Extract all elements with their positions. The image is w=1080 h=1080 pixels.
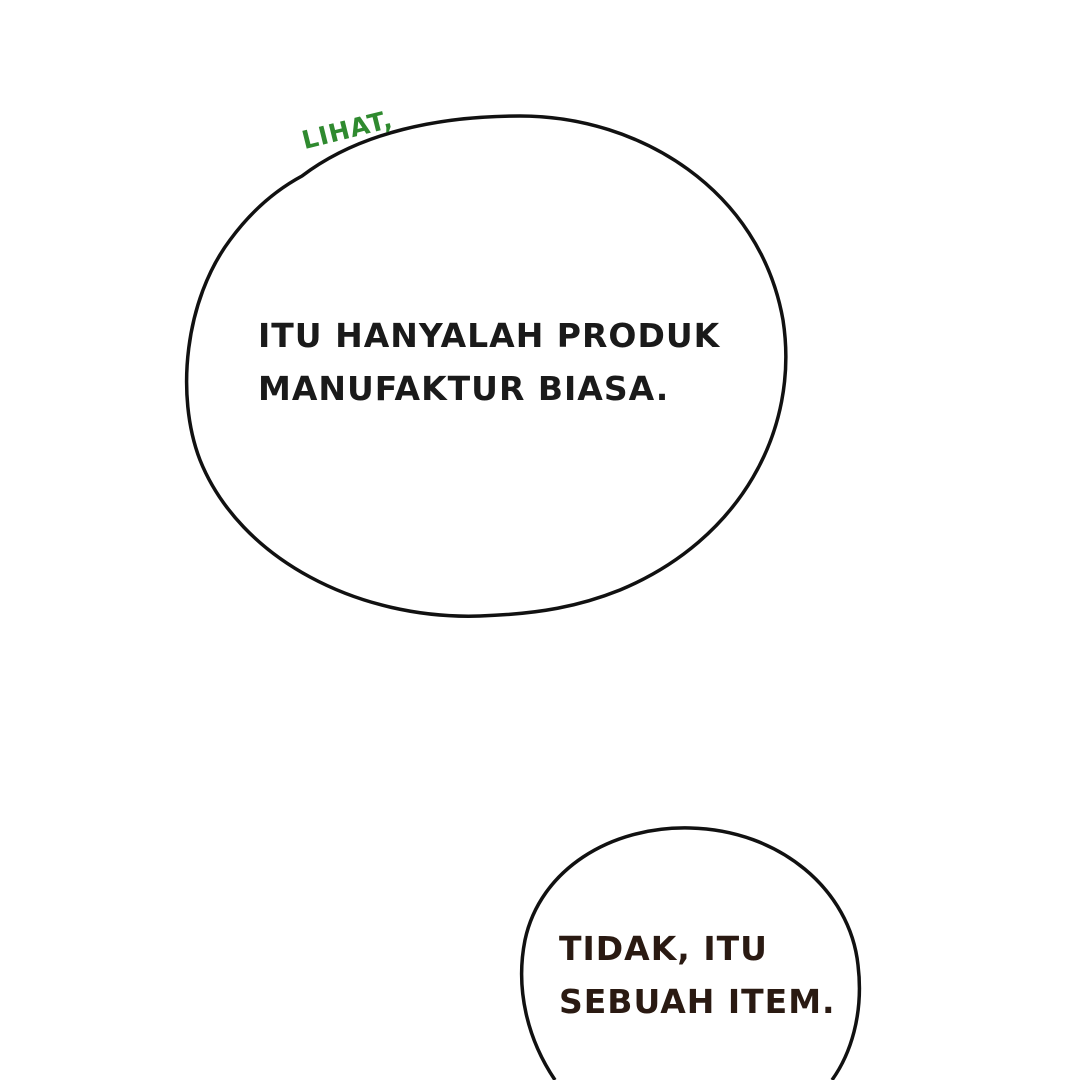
dialogue-line-2: MANUFAKTUR BIASA. (258, 369, 670, 408)
speech-bubble-large-text: ITU HANYALAH PRODUK MANUFAKTUR BIASA. (258, 309, 720, 415)
dialogue-line-1: TIDAK, ITU (559, 929, 768, 968)
speech-bubble-small-text: TIDAK, ITU SEBUAH ITEM. (559, 922, 836, 1028)
speech-bubble-large (184, 114, 788, 618)
speech-bubble-small (519, 826, 862, 1080)
dialogue-line-1: ITU HANYALAH PRODUK (258, 316, 721, 355)
dialogue-line-2: SEBUAH ITEM. (559, 982, 836, 1021)
